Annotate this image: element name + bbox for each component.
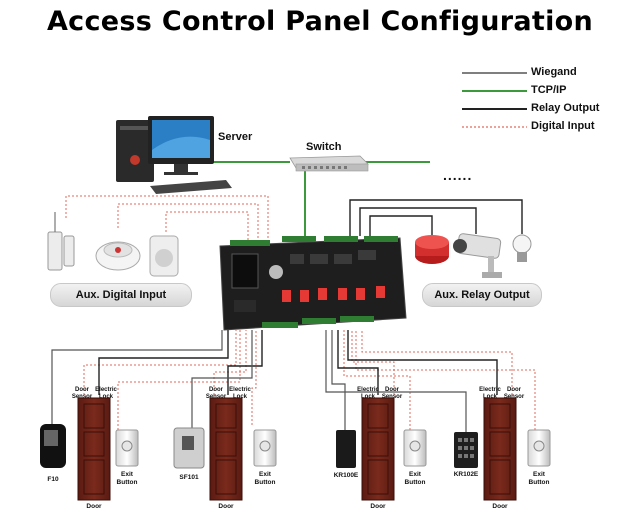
door-group-3 xyxy=(336,397,427,501)
switch-label: Switch xyxy=(306,141,342,153)
legend xyxy=(462,72,527,128)
legend-label-digital: Digital Input xyxy=(531,120,595,132)
door-sensor-label-4: Door Sensor xyxy=(503,387,525,400)
door-label-1: Door xyxy=(86,503,102,510)
door-group-1 xyxy=(40,397,139,501)
reader-label-3: KR100E xyxy=(333,472,359,479)
reader-label-1: F10 xyxy=(47,476,59,483)
relay-output-wiring xyxy=(98,199,523,395)
door-sensor-label-1: Door Sensor xyxy=(71,387,93,400)
pir-motion-sensor xyxy=(149,235,179,277)
tcpip-connections xyxy=(200,161,430,238)
electric-lock-label-2: Electric Lock xyxy=(229,387,251,400)
diagram-title: Access Control Panel Configuration xyxy=(46,6,594,37)
exit-button-label-2: Exit Button xyxy=(254,471,276,486)
door-sensor-label-2: Door Sensor xyxy=(205,387,227,400)
server-computer xyxy=(116,116,232,194)
wiegand-wiring xyxy=(51,330,467,432)
electric-lock-label-1: Electric Lock xyxy=(95,387,117,400)
door-group-4 xyxy=(454,397,551,501)
reader-label-2: SF101 xyxy=(179,474,199,481)
electric-lock-label-3: Electric Lock xyxy=(357,387,379,400)
exit-button-label-3: Exit Button xyxy=(404,471,426,486)
door-label-3: Door xyxy=(370,503,386,510)
light-bulb xyxy=(512,234,532,262)
alarm-siren xyxy=(415,235,449,264)
more-devices-ellipsis: ...... xyxy=(443,167,473,183)
door-label-4: Door xyxy=(492,503,508,510)
aux-relay-output-label: Aux. Relay Output xyxy=(422,283,542,307)
legend-label-wiegand: Wiegand xyxy=(531,66,577,78)
server-label: Server xyxy=(218,131,253,143)
cctv-camera xyxy=(453,233,502,278)
access-controller-board xyxy=(219,236,407,331)
legend-label-relay: Relay Output xyxy=(531,102,600,114)
legend-label-tcpip: TCP/IP xyxy=(531,84,567,96)
door-label-2: Door xyxy=(218,503,234,510)
door-contact-sensor xyxy=(47,212,75,271)
electric-lock-label-4: Electric Lock xyxy=(479,387,501,400)
exit-button-label-1: Exit Button xyxy=(116,471,138,486)
smoke-detector xyxy=(95,241,141,271)
door-group-2 xyxy=(173,397,277,501)
network-switch xyxy=(289,155,369,172)
door-sensor-label-3: Door Sensor xyxy=(381,387,403,400)
digital-input-wiring xyxy=(65,195,536,430)
aux-digital-input-label: Aux. Digital Input xyxy=(50,283,192,307)
exit-button-label-4: Exit Button xyxy=(528,471,550,486)
reader-label-4: KR102E xyxy=(453,471,479,478)
